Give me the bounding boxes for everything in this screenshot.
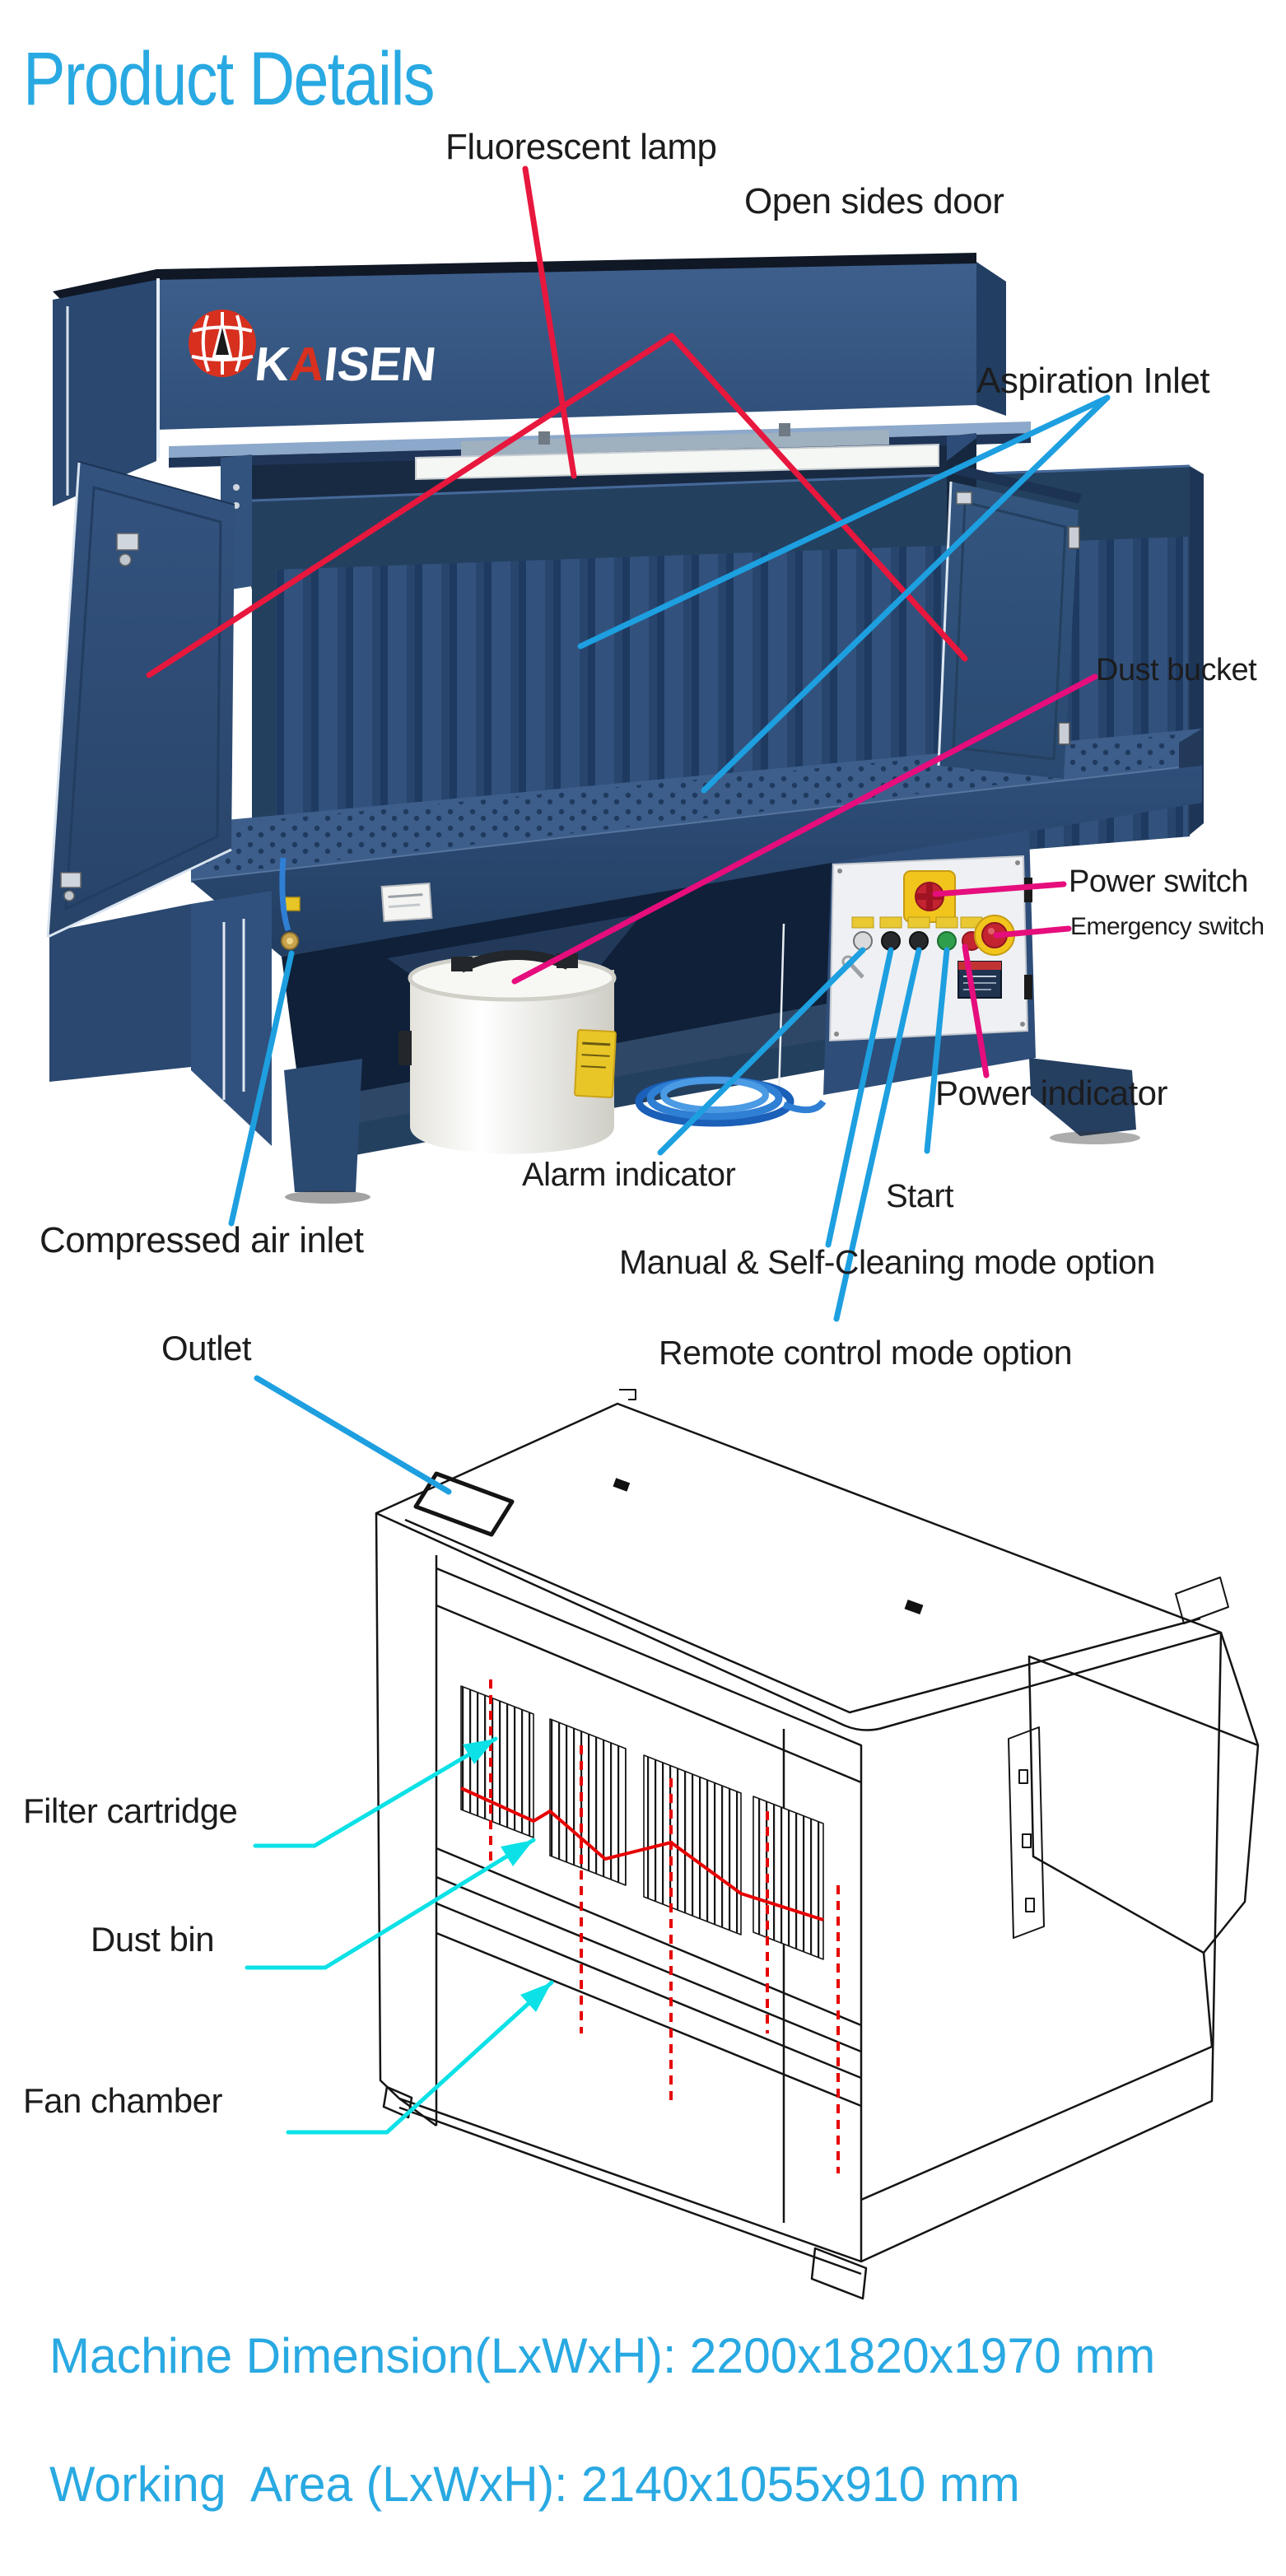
label-dust-bucket: Dust bucket	[1096, 653, 1257, 687]
outlet-opening	[413, 1471, 515, 1537]
label-aspiration-inlet: Aspiration Inlet	[976, 361, 1210, 401]
hidden-lines	[489, 1679, 840, 2173]
callout-line-filter-cartridge	[253, 1736, 498, 1848]
dust-bucket	[387, 914, 642, 1154]
label-start: Start	[886, 1178, 953, 1214]
left-side-door	[46, 461, 235, 939]
logo-text-isen: ISEN	[322, 338, 439, 391]
callout-line-fluorescent-lamp	[522, 165, 577, 479]
label-alarm-indicator: Alarm indicator	[522, 1157, 736, 1193]
label-manual-self-cleaning: Manual & Self-Cleaning mode option	[619, 1243, 1155, 1281]
callout-line-dust-bin	[245, 1838, 536, 1970]
callout-line-alarm-indicator	[657, 947, 866, 1156]
hood	[53, 253, 1006, 506]
arrowhead-fan-chamber	[520, 1982, 552, 2012]
panel-hinge-bottom	[1024, 975, 1032, 999]
door-latch-icon	[60, 872, 82, 888]
callout-line-manual-mode	[825, 947, 894, 1248]
label-fluorescent-lamp: Fluorescent lamp	[445, 127, 717, 167]
callout-line-outlet	[254, 1375, 452, 1495]
arrowhead-filter-cartridge	[463, 1739, 496, 1764]
air-hose-coil	[635, 923, 827, 1127]
machine-photo: K A ISEN	[46, 253, 1204, 1204]
callout-lines	[146, 165, 1111, 2135]
spec-working-area: Working Area (LxWxH): 2140x1055x910 mm	[49, 2457, 1020, 2512]
label-power-switch: Power switch	[1069, 864, 1248, 899]
callout-line-compressed-air	[228, 950, 295, 1227]
apron-sticker	[380, 882, 433, 923]
callout-line-dust-bucket	[511, 673, 1098, 985]
panel-buttons	[841, 916, 983, 979]
bucket-warning-label	[574, 1029, 617, 1098]
brand-logo: K A ISEN	[189, 310, 439, 391]
callout-line-fan-chamber	[286, 1980, 554, 2135]
label-emergency-switch: Emergency switch	[1070, 913, 1265, 940]
label-fan-chamber: Fan chamber	[23, 2081, 222, 2120]
logo-text-a: A	[287, 338, 328, 391]
callout-line-aspiration-left	[577, 394, 1111, 650]
table-apron	[191, 766, 1202, 957]
callout-line-open-door-left	[146, 333, 675, 678]
label-open-sides-door: Open sides door	[744, 181, 1004, 221]
page-title: Product Details	[23, 37, 436, 121]
label-filter-cartridge: Filter cartridge	[23, 1791, 238, 1830]
callout-line-power-indicator	[962, 943, 990, 1078]
label-power-indicator: Power indicator	[935, 1074, 1167, 1112]
logo-text-k: K	[253, 338, 293, 391]
label-dust-bin: Dust bin	[91, 1920, 215, 1959]
spec-machine-dimension: Machine Dimension(LxWxH): 2200x1820x1970…	[49, 2328, 1156, 2383]
drawing-hinge-strip	[1008, 1726, 1045, 1939]
door-hinge-icon	[1058, 722, 1070, 745]
door-hinge-icon	[1068, 526, 1080, 549]
door-latch-icon	[116, 533, 139, 551]
callout-line-power-switch	[932, 881, 1067, 897]
compressed-air-fitting	[279, 857, 301, 950]
callout-line-remote-mode	[833, 947, 922, 1322]
control-panel	[828, 855, 1032, 1042]
fan-outlet-housing	[1027, 1577, 1260, 2047]
panel-hinge-top	[1024, 878, 1032, 902]
callout-line-start	[924, 947, 950, 1154]
filter-cartridge-slats	[460, 1685, 824, 1960]
label-remote-control: Remote control mode option	[659, 1334, 1073, 1372]
wireframe-drawing	[375, 1389, 1260, 2300]
arrowhead-dust-bin	[501, 1840, 534, 1866]
callout-line-aspiration-right	[701, 394, 1111, 794]
label-compressed-air-inlet: Compressed air inlet	[40, 1220, 364, 1260]
label-outlet: Outlet	[161, 1329, 252, 1367]
power-rotary-switch	[903, 870, 956, 923]
callout-line-open-door-right	[669, 333, 968, 662]
callout-line-emergency-switch	[993, 925, 1072, 939]
rating-plate	[958, 961, 1002, 999]
